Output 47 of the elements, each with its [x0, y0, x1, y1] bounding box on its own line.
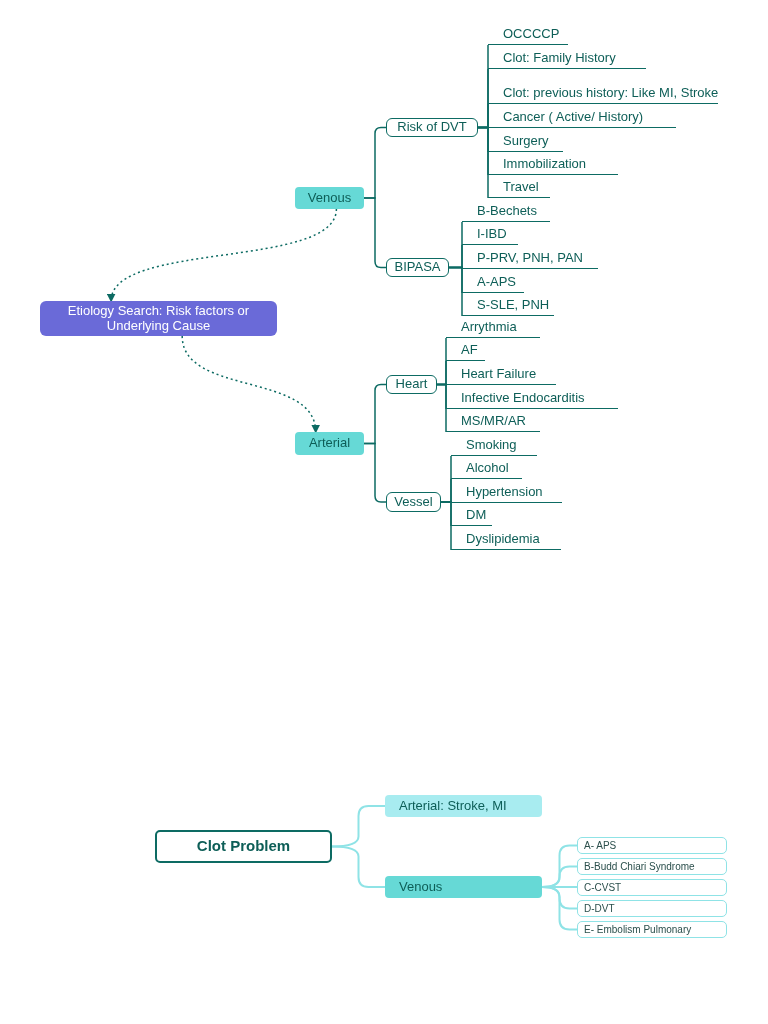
connector-line — [440, 501, 452, 551]
underlined-item: Heart Failure — [446, 365, 556, 385]
underlined-item: Clot: previous history: Like MI, Stroke — [488, 72, 718, 104]
underlined-item: OCCCCP — [488, 25, 568, 45]
branch-box: Arterial — [295, 432, 364, 455]
brace-connector — [331, 845, 386, 888]
underlined-item: P-PRV, PNH, PAN — [462, 249, 598, 269]
dotted-arrow — [109, 208, 338, 303]
brace-connector — [331, 805, 386, 848]
item-box: C-CVST — [577, 879, 727, 896]
item-box: A- APS — [577, 837, 727, 854]
underlined-item: Alcohol — [451, 459, 522, 479]
connector-line — [448, 266, 463, 317]
underlined-item: Clot: Family History — [488, 49, 646, 69]
underlined-item: A-APS — [462, 273, 524, 293]
underlined-item: Cancer ( Active/ History) — [488, 108, 676, 128]
subtopic-box: Vessel — [386, 492, 441, 512]
underlined-item: Hypertension — [451, 483, 562, 503]
underlined-item: Immobilization — [488, 155, 618, 175]
topic-box: Etiology Search: Risk factors or Underlying Cause — [40, 301, 277, 336]
underlined-item: Smoking — [451, 436, 537, 456]
underlined-item: DM — [451, 506, 492, 526]
branch-box: Venous — [385, 876, 542, 898]
underlined-item: I-IBD — [462, 225, 518, 245]
underlined-item: S-SLE, PNH — [462, 296, 554, 316]
underlined-item: Dyslipidemia — [451, 530, 561, 550]
connector-line — [363, 442, 387, 503]
central-topic-box: Clot Problem — [155, 830, 332, 863]
underlined-item: Infective Endocarditis — [446, 389, 618, 409]
item-box: D-DVT — [577, 900, 727, 917]
connector-line — [477, 126, 489, 199]
subtopic-box: Heart — [386, 375, 437, 394]
underlined-item: AF — [446, 341, 485, 361]
connector-line — [436, 383, 447, 433]
brace-connector — [541, 886, 578, 931]
underlined-item: Arrythmia — [446, 318, 540, 338]
subtopic-box: Risk of DVT — [386, 118, 478, 137]
dotted-arrow — [181, 335, 319, 434]
item-box: B-Budd Chiari Syndrome — [577, 858, 727, 875]
subtopic-box: BIPASA — [386, 258, 449, 277]
item-box: E- Embolism Pulmonary — [577, 921, 727, 938]
underlined-item: MS/MR/AR — [446, 412, 540, 432]
branch-box: Arterial: Stroke, MI — [385, 795, 542, 817]
underlined-item: B-Bechets — [462, 202, 550, 222]
underlined-item: Surgery — [488, 132, 563, 152]
underlined-item: Travel — [488, 178, 550, 198]
branch-box: Venous — [295, 187, 364, 209]
